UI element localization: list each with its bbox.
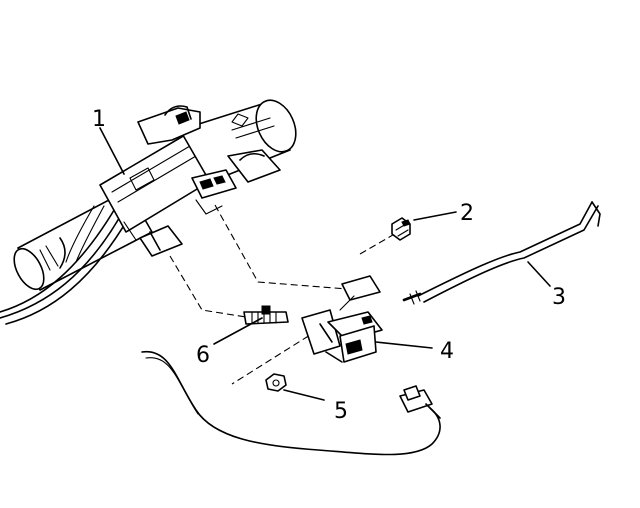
- callout-labels: 1 2 3 4 5 6: [92, 107, 566, 424]
- alignment-lines: [169, 204, 399, 385]
- steering-column: [0, 99, 297, 325]
- callout-6: 6: [196, 343, 210, 368]
- actuator-bracket-part-4: [301, 275, 383, 363]
- callout-2: 2: [460, 201, 474, 226]
- bolt-part-2: [391, 217, 411, 241]
- callout-4: 4: [440, 339, 454, 364]
- callout-1: 1: [92, 107, 106, 132]
- screw-part-6: [243, 305, 289, 325]
- leader-lines: [99, 127, 551, 401]
- wire-harness: [141, 351, 441, 456]
- callout-5: 5: [334, 399, 348, 424]
- nut-part-5: [265, 373, 287, 392]
- shift-rod-part-3: [402, 201, 601, 305]
- callout-3: 3: [552, 285, 566, 310]
